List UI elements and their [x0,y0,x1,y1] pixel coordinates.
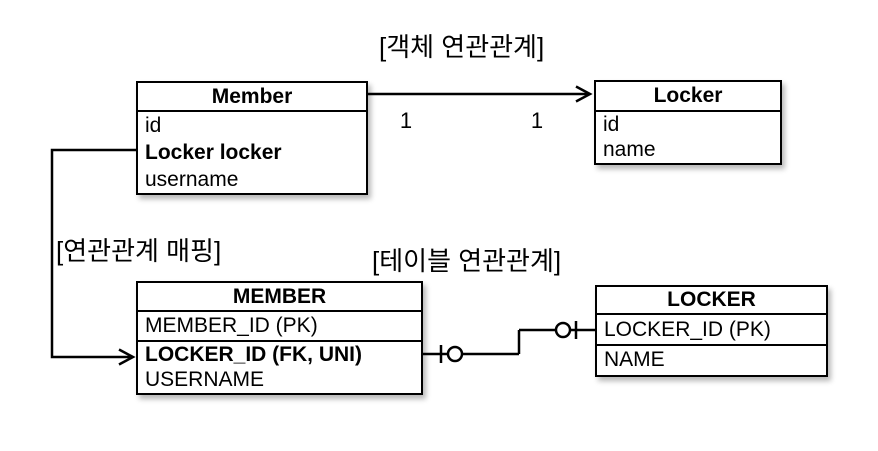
optional-circle-notation [446,345,464,363]
object-association-title: [객체 연관관계] [379,32,545,62]
table-association-title: [테이블 연관관계] [372,246,562,276]
field-id: id [603,113,620,136]
field-to-column-mapping-arrow [50,148,136,366]
column-username: USERNAME [145,368,265,391]
locker-table-columns: LOCKER_ID (PK) NAME [597,315,826,373]
member-to-locker-arrow [368,85,593,103]
member-table-columns: MEMBER_ID (PK) LOCKER_ID (FK, UNI) USERN… [138,312,421,392]
locker-class-name: Locker [596,82,780,112]
column-locker-id-fk: LOCKER_ID (FK, UNI) [145,343,362,366]
association-mapping-label: [연관관계 매핑] [56,236,222,266]
column-member-id-pk: MEMBER_ID (PK) [138,312,421,342]
locker-table-box: LOCKER LOCKER_ID (PK) NAME [595,285,828,377]
field-name: name [603,138,656,161]
member-locker-table-connector [423,321,595,363]
multiplicity-member-side: 1 [399,108,413,133]
optional-circle-notation [554,321,572,339]
field-locker-locker: Locker locker [145,141,282,164]
locker-class-box: Locker id name [594,80,782,165]
column-name: NAME [604,348,665,371]
arrowhead-icon [118,348,136,366]
member-class-box: Member id Locker locker username [136,81,368,195]
member-class-name: Member [138,83,366,112]
field-id: id [145,114,162,137]
multiplicity-locker-side: 1 [530,108,544,133]
locker-table-name: LOCKER [597,287,826,315]
field-username: username [145,168,239,191]
locker-class-fields: id name [596,112,780,162]
column-locker-id-pk: LOCKER_ID (PK) [597,315,826,346]
member-table-box: MEMBER MEMBER_ID (PK) LOCKER_ID (FK, UNI… [136,281,423,395]
member-table-name: MEMBER [138,283,421,312]
arrowhead-icon [575,85,593,103]
member-class-fields: id Locker locker username [138,112,366,193]
